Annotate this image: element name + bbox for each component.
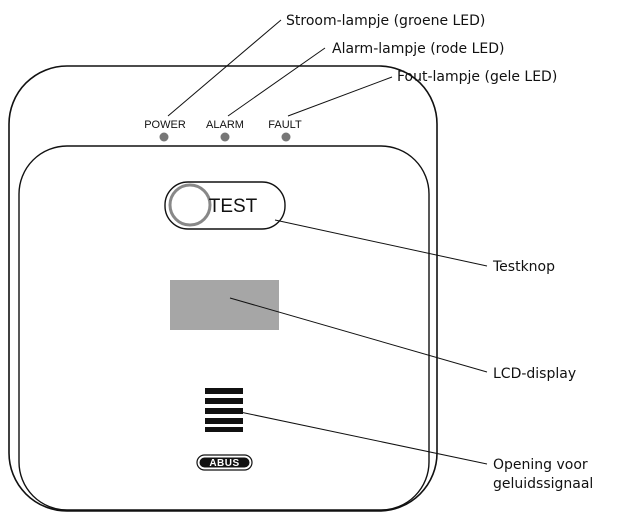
led-label-power: POWER — [144, 119, 186, 131]
callout-fault: Fout-lampje (gele LED) — [397, 69, 557, 85]
callout-sound-line2: geluidssignaal — [493, 476, 593, 492]
fault-leader-line — [287, 76, 393, 117]
brand-logo-text: ABUS — [209, 458, 239, 469]
callout-power: Stroom-lampje (groene LED) — [286, 13, 485, 29]
brand-logo: ABUS — [196, 454, 253, 471]
lcd-display — [170, 280, 279, 330]
power-led — [159, 132, 169, 142]
sound-leader-line — [239, 411, 488, 465]
callout-sound-line1: Opening voor — [493, 457, 588, 473]
led-label-alarm: ALARM — [206, 119, 244, 131]
speaker-grille — [205, 388, 243, 432]
fault-led — [281, 132, 291, 142]
test-button-label: TEST — [209, 196, 258, 217]
test-button[interactable]: TEST — [164, 181, 286, 230]
test-leader-line — [274, 219, 488, 267]
alarm-leader-line — [227, 47, 326, 117]
alarm-led — [220, 132, 230, 142]
callout-lcd: LCD-display — [493, 366, 576, 382]
leader-lines — [167, 19, 488, 465]
callout-alarm: Alarm-lampje (rode LED) — [332, 41, 505, 57]
test-button-knob — [168, 183, 212, 227]
power-leader-line — [167, 19, 282, 117]
lcd-leader-line — [229, 297, 488, 373]
callout-test: Testknop — [492, 259, 555, 275]
led-label-fault: FAULT — [268, 119, 302, 131]
